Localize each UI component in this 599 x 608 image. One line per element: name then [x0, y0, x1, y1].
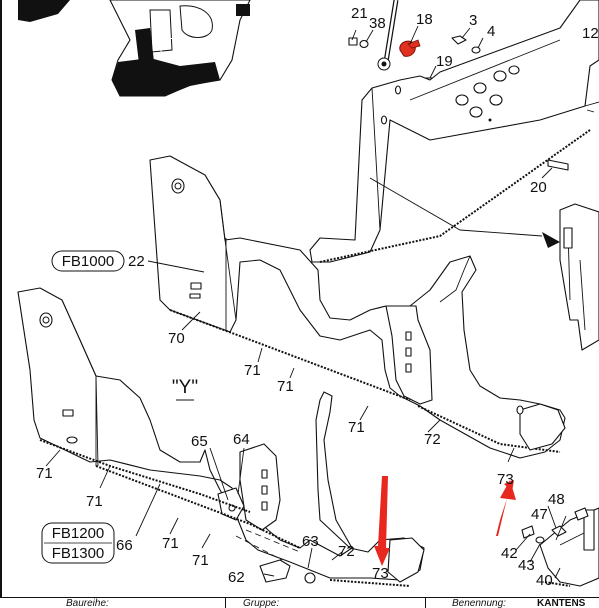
callout-71-c: 71 [348, 419, 365, 436]
callout-48: 48 [548, 491, 565, 508]
callout-71-a: 71 [244, 362, 261, 379]
callout-38: 38 [369, 15, 386, 32]
right-side-bracket [369, 177, 599, 351]
callout-47: 47 [531, 506, 548, 523]
model-tag-fb1200-text: FB1200 [52, 525, 105, 542]
callout-42: 42 [501, 545, 518, 562]
guide-plate-fb1200-fb1300 [17, 287, 425, 587]
leader-lines [45, 25, 567, 579]
callout-66: 66 [116, 537, 133, 554]
callout-12: 12 [582, 25, 599, 42]
callout-numbers: 21 38 18 3 4 12 19 20 22 70 71 71 71 72 … [36, 5, 599, 589]
upper-frame-bracket [309, 0, 599, 263]
callout-73-b: 73 [497, 471, 514, 488]
model-tag-fb1000-text: FB1000 [62, 253, 115, 270]
callout-71-e: 71 [86, 493, 103, 510]
highlight-arrows [374, 476, 516, 566]
footer-divider-2 [425, 598, 426, 608]
callout-64: 64 [233, 431, 250, 448]
callout-71-f: 71 [162, 535, 179, 552]
footer-field-gruppe: Gruppe: [243, 598, 280, 608]
callout-71-d: 71 [36, 465, 53, 482]
callout-71-g: 71 [192, 552, 209, 569]
callout-22: 22 [128, 253, 145, 270]
view-label-y: "Y" [172, 377, 198, 401]
model-tag-fb1300-text: FB1300 [52, 545, 105, 562]
machine-detail-illustration [18, 0, 251, 97]
callout-18: 18 [416, 11, 433, 28]
callout-43: 43 [518, 557, 535, 574]
model-tag-fb1000: FB1000 [51, 250, 125, 272]
callout-4: 4 [487, 23, 495, 40]
callout-21: 21 [351, 5, 368, 22]
callout-73-a: 73 [372, 565, 389, 582]
callout-63: 63 [302, 533, 319, 550]
callout-40: 40 [536, 572, 553, 589]
footer-divider-1 [225, 598, 226, 608]
callout-72-b: 72 [338, 543, 355, 560]
title-block-footer: Baureihe: Gruppe: Benennung: KANTENS [0, 597, 599, 608]
callout-72-a: 72 [424, 431, 441, 448]
frame-left-edge [0, 0, 2, 597]
callout-70: 70 [168, 330, 185, 347]
footer-field-benennung: Benennung: [452, 598, 506, 608]
footer-field-baureihe: Baureihe: [66, 598, 109, 608]
callout-3: 3 [469, 12, 477, 29]
footer-benennung-value: KANTENS [537, 598, 586, 608]
callout-65: 65 [191, 433, 208, 450]
callout-20: 20 [530, 179, 547, 196]
hardware-group-bottom-right [521, 507, 599, 587]
callout-71-b: 71 [277, 378, 294, 395]
callout-19: 19 [436, 53, 453, 70]
svg-text:"Y": "Y" [172, 377, 198, 398]
model-tag-fb1200-fb1300: FB1200 FB1300 [41, 522, 115, 564]
callout-62: 62 [228, 569, 245, 586]
